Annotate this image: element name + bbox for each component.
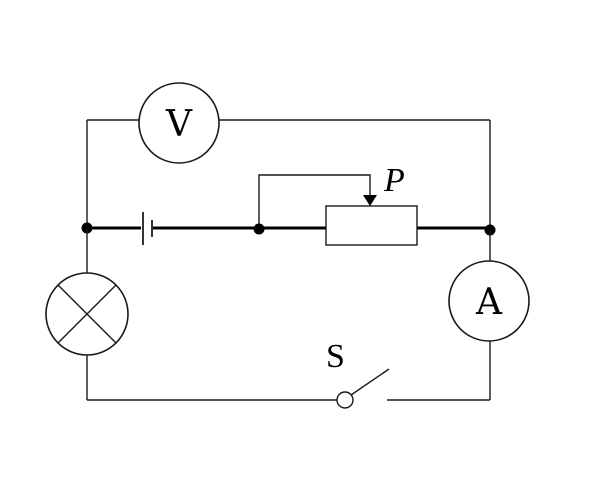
slider-label: P: [383, 162, 405, 199]
junction-middle: [253, 223, 265, 235]
rheostat: P: [258, 162, 418, 246]
right-branch: A: [387, 230, 530, 401]
voltmeter-label: V: [165, 104, 193, 145]
ammeter: A: [448, 260, 530, 342]
voltmeter-icon: [138, 82, 220, 164]
rheostat-icon: [325, 205, 418, 246]
switch: S: [326, 338, 390, 409]
ammeter-icon: [448, 260, 530, 342]
top-wire: [86, 119, 491, 228]
lamp-icon: [45, 272, 129, 356]
switch-label: S: [326, 338, 345, 375]
voltmeter: V: [138, 82, 220, 164]
ammeter-label: A: [475, 282, 503, 323]
left-branch: [45, 228, 337, 401]
battery-icon: [142, 212, 153, 245]
switch-icon: [336, 391, 354, 409]
main-branch: [87, 212, 490, 245]
slider-arrow-icon: [363, 195, 377, 206]
